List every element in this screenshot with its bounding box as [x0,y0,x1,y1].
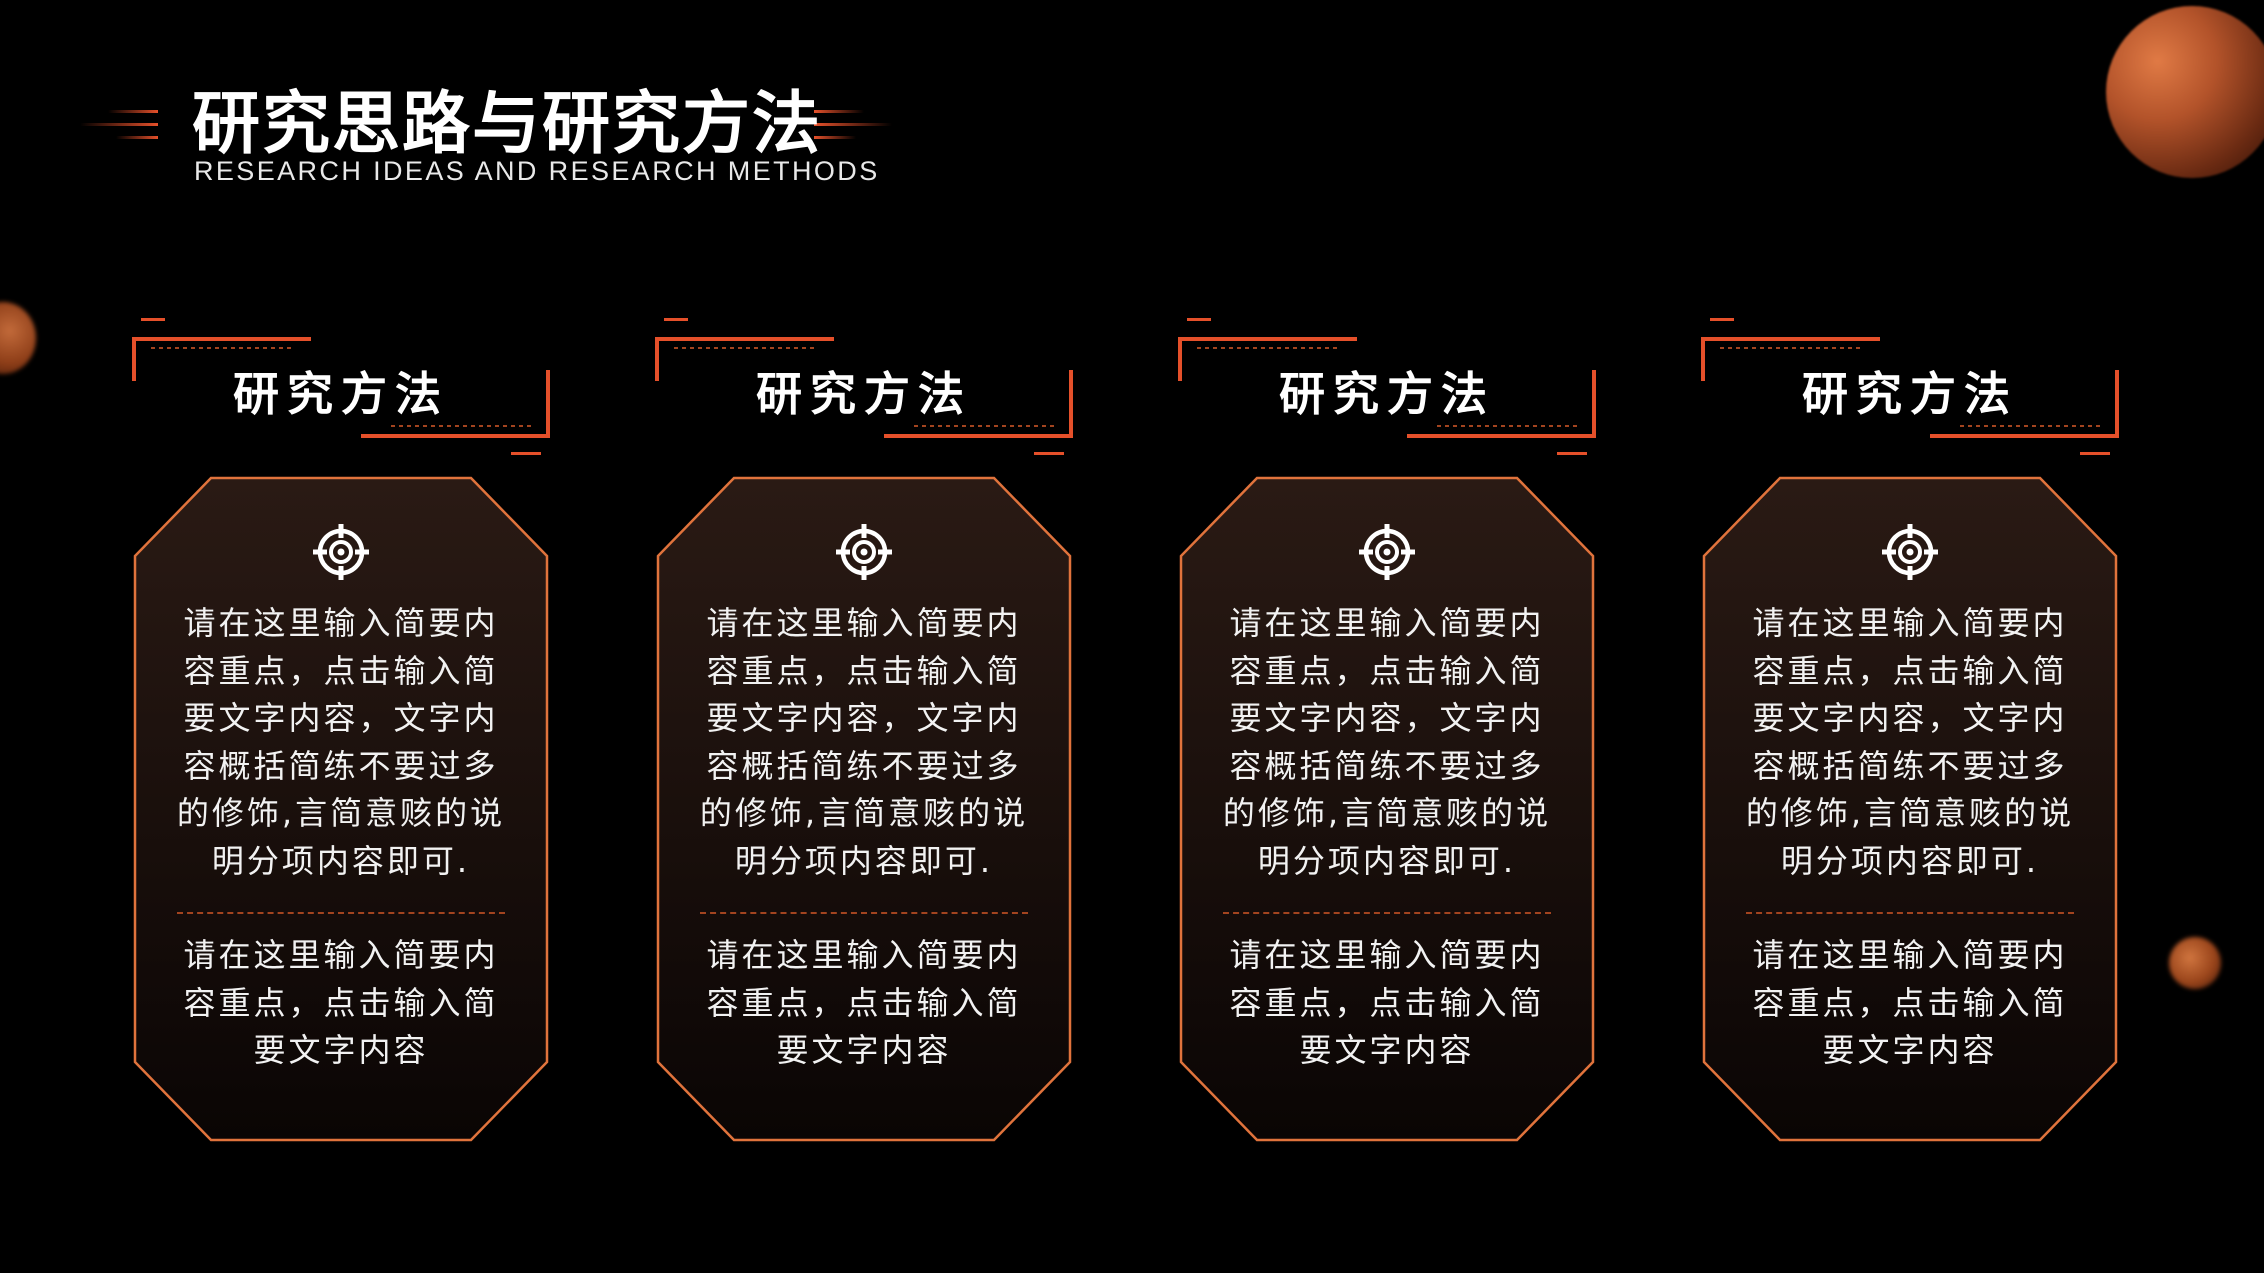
target-icon [313,524,369,580]
column-header: 研究方法 [1700,318,2120,458]
card-secondary-text: 请在这里输入简要内容重点，点击输入简要文字内容 [1752,936,2068,1069]
header-right-lines [814,110,892,139]
planet-decoration [2106,6,2264,178]
card-divider [700,912,1028,914]
card-primary-text: 请在这里输入简要内容重点，点击输入简要文字内容，文字内容概括简练不要过多的修饰,… [699,604,1029,880]
card-frame [1702,476,2118,1142]
method-column: 研究方法 请在这里输入简要内容重点， [1177,318,1597,1142]
target-icon [836,524,892,580]
planet-decoration [0,302,36,374]
target-icon [1359,524,1415,580]
header-frame [1701,318,2119,455]
column-header: 研究方法 [1177,318,1597,458]
card-frame [133,476,549,1142]
method-column: 研究方法 请在这里输入简要内容重点， [654,318,1074,1142]
card-frame [1179,476,1595,1142]
card-primary-text: 请在这里输入简要内容重点，点击输入简要文字内容，文字内容概括简练不要过多的修饰,… [1745,604,2075,880]
column-header: 研究方法 [654,318,1074,458]
content-card: 请在这里输入简要内容重点，点击输入简要文字内容，文字内容概括简练不要过多的修饰,… [1700,476,2120,1142]
column-title: 研究方法 [1802,367,2018,421]
card-primary-text: 请在这里输入简要内容重点，点击输入简要文字内容，文字内容概括简练不要过多的修饰,… [176,604,506,880]
card-secondary-text: 请在这里输入简要内容重点，点击输入简要文字内容 [1229,936,1545,1069]
page-subtitle: RESEARCH IDEAS AND RESEARCH METHODS [194,156,880,186]
header-left-lines [80,110,158,139]
content-card: 请在这里输入简要内容重点，点击输入简要文字内容，文字内容概括简练不要过多的修饰,… [654,476,1074,1142]
card-divider [1746,912,2074,914]
method-column: 研究方法 请在这里输入简要内容重点， [131,318,551,1142]
column-title: 研究方法 [756,367,972,421]
content-card: 请在这里输入简要内容重点，点击输入简要文字内容，文字内容概括简练不要过多的修饰,… [1177,476,1597,1142]
method-column: 研究方法 请在这里输入简要内容重点， [1700,318,2120,1142]
header-frame [1178,318,1596,455]
card-secondary-text: 请在这里输入简要内容重点，点击输入简要文字内容 [183,936,499,1069]
content-card: 请在这里输入简要内容重点，点击输入简要文字内容，文字内容概括简练不要过多的修饰,… [131,476,551,1142]
target-icon [1882,524,1938,580]
card-secondary-text: 请在这里输入简要内容重点，点击输入简要文字内容 [706,936,1022,1069]
column-header: 研究方法 [131,318,551,458]
column-title: 研究方法 [1279,367,1495,421]
column-title: 研究方法 [233,367,449,421]
card-primary-text: 请在这里输入简要内容重点，点击输入简要文字内容，文字内容概括简练不要过多的修饰,… [1222,604,1552,880]
page-title: 研究思路与研究方法 [192,85,823,164]
header-frame [132,318,550,455]
planet-decoration [2169,937,2221,989]
card-frame [656,476,1072,1142]
card-divider [177,912,505,914]
card-divider [1223,912,1551,914]
header-frame [655,318,1073,455]
